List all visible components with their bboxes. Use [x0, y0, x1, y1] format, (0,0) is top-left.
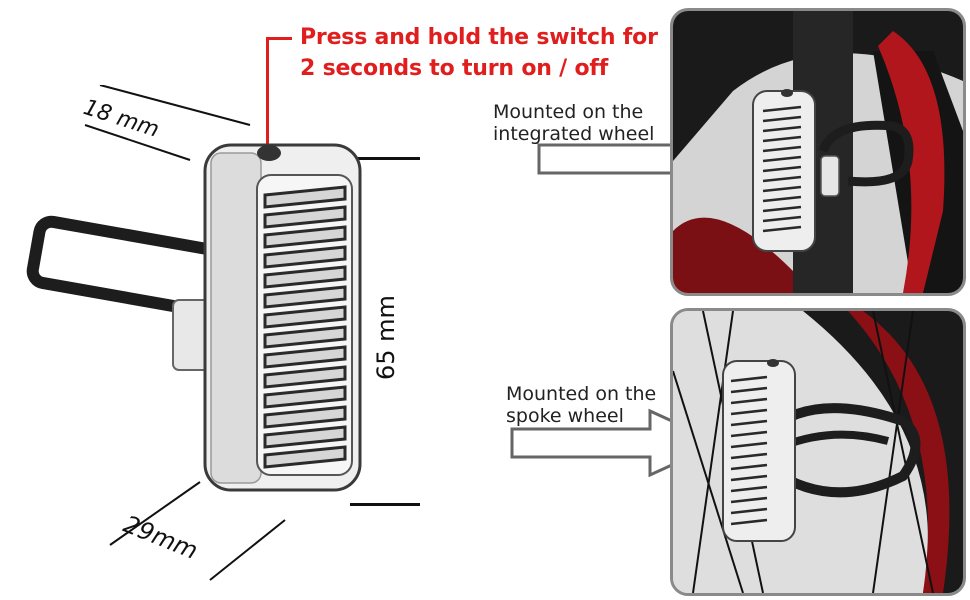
switch-callout-line	[266, 37, 269, 145]
integrated-wheel-photo	[673, 11, 963, 293]
mount-label-spoke-line1: Mounted on the	[506, 383, 657, 405]
mount-label-spoke-line2: spoke wheel	[506, 405, 624, 427]
mount-label-integrated: Mounted on the integrated wheel	[493, 101, 654, 145]
tail-light-illustration	[26, 143, 362, 492]
rubber-strap	[26, 215, 223, 317]
width-dimension-lines	[109, 481, 286, 581]
mount-label-integrated-line2: integrated wheel	[493, 123, 655, 145]
switch-callout-line2: 2 seconds to turn on / off	[300, 56, 609, 81]
integrated-wheel-panel	[670, 8, 966, 296]
spoke-wheel-photo	[673, 311, 963, 593]
height-dimension-label: 65 mm	[372, 295, 400, 380]
switch-callout-text: Press and hold the switch for 2 seconds …	[300, 22, 658, 84]
mount-label-integrated-line1: Mounted on the	[493, 101, 644, 123]
depth-dimension-lines	[84, 85, 251, 161]
spoke-wheel-panel	[670, 308, 966, 596]
power-switch	[257, 145, 281, 161]
switch-callout-line1: Press and hold the switch for	[300, 25, 658, 50]
housing-side	[210, 152, 262, 484]
height-dimension-bottom-line	[350, 503, 420, 506]
height-dimension-top-line	[350, 157, 420, 160]
lens-ribs	[263, 185, 347, 469]
switch-callout-tick	[266, 37, 292, 40]
mount-label-spoke: Mounted on the spoke wheel	[506, 383, 656, 427]
